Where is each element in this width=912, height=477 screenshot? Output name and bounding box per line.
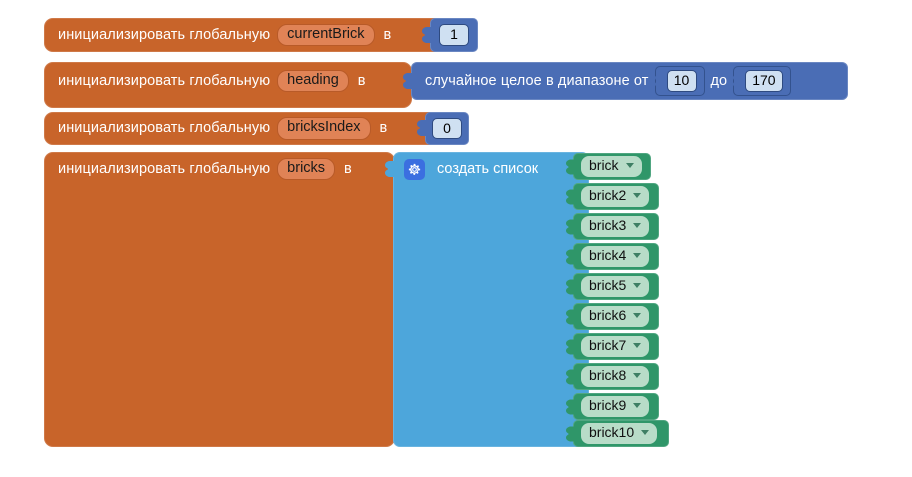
variable-name-field-currentBrick[interactable]: currentBrick [277,23,375,47]
number-block-1[interactable]: 1 [422,18,478,52]
list-item-brick-3[interactable]: brick3 [566,213,659,240]
number-field-1[interactable]: 1 [439,24,469,46]
block-init-global-bricks[interactable]: инициализировать глобальную bricks в [44,152,395,447]
until-label: до [710,72,728,89]
list-item-brick-6[interactable]: brick6 [566,303,659,330]
random-to-socket[interactable]: 170 [733,66,791,96]
random-from-socket[interactable]: 10 [654,66,705,96]
dropdown-field[interactable]: brick2 [580,185,651,208]
dropdown-field[interactable]: brick8 [580,365,651,388]
list-item-label: brick4 [589,247,627,264]
block-row: инициализировать глобальную heading в [44,62,366,100]
to-label: в [379,120,388,137]
list-item-label: brick8 [589,367,627,384]
to-label: в [357,72,366,89]
make-a-list-label: создать список [437,161,539,177]
list-item-label: brick6 [589,307,627,324]
mutator-button[interactable] [404,159,425,180]
block-init-global-currentBrick[interactable]: инициализировать глобальную currentBrick… [44,18,448,52]
dropdown-field[interactable]: brick10 [580,422,659,445]
plug-notch-icon [403,73,412,89]
random-integer-block[interactable]: случайное целое в диапазоне от 10 до 170 [403,62,848,100]
plug-notch-icon [566,219,574,234]
socket-notch-icon [654,74,662,88]
chevron-down-icon [641,430,650,436]
list-item-brick-7[interactable]: brick7 [566,333,659,360]
socket-notch-icon [733,74,741,88]
plug-notch-icon [422,27,431,43]
chevron-down-icon [625,163,634,169]
plug-notch-icon [566,369,574,384]
chevron-down-icon [633,193,642,199]
dropdown-field[interactable]: brick7 [580,335,651,358]
list-item-label: brick [589,157,619,174]
chevron-down-icon [633,223,642,229]
block-init-global-heading[interactable]: инициализировать глобальную heading в [44,62,412,108]
number-block-2[interactable]: 0 [417,112,469,145]
plug-notch-icon [566,159,574,174]
list-item-brick-4[interactable]: brick4 [566,243,659,270]
list-item-brick-10[interactable]: brick10 [566,420,669,447]
plug-notch-icon [417,120,426,136]
dropdown-field[interactable]: brick5 [580,275,651,298]
plug-notch-icon [566,399,574,414]
random-integer-row: случайное целое в диапазоне от 10 до 170 [411,62,797,100]
list-item-brick-8[interactable]: brick8 [566,363,659,390]
block-row: инициализировать глобальную bricks в [44,152,352,186]
block-init-global-bricksIndex[interactable]: инициализировать глобальную bricksIndex … [44,112,442,145]
list-item-brick-1[interactable]: brick [566,153,651,180]
variable-name-field-bricks[interactable]: bricks [277,157,336,181]
list-item-label: brick7 [589,337,627,354]
plug-notch-icon [566,339,574,354]
variable-name-field-heading[interactable]: heading [277,69,349,93]
list-item-label: brick9 [589,397,627,414]
list-item-label: brick3 [589,217,627,234]
gear-icon [408,163,421,175]
variable-name-field-bricksIndex[interactable]: bricksIndex [277,117,371,140]
dropdown-field[interactable]: brick3 [580,215,651,238]
chevron-down-icon [633,373,642,379]
random-integer-from-label: случайное целое в диапазоне от [425,72,649,89]
plug-notch-icon [566,189,574,204]
random-to-field[interactable]: 170 [745,70,783,92]
init-global-label: инициализировать глобальную [58,26,271,43]
chevron-down-icon [633,253,642,259]
dropdown-field[interactable]: brick [580,155,643,178]
dropdown-field[interactable]: brick6 [580,305,651,328]
make-a-list-block[interactable]: создать список [385,152,589,447]
to-label: в [344,160,352,177]
list-item-label: brick5 [589,277,627,294]
plug-notch-icon [566,249,574,264]
number-field-2[interactable]: 0 [432,117,462,140]
chevron-down-icon [633,283,642,289]
chevron-down-icon [633,313,642,319]
chevron-down-icon [633,343,642,349]
dropdown-field[interactable]: brick9 [580,395,651,418]
dropdown-field[interactable]: brick4 [580,245,651,268]
to-label: в [383,26,392,43]
plug-notch-icon [385,161,394,177]
list-item-brick-5[interactable]: brick5 [566,273,659,300]
list-item-label: brick10 [589,424,635,441]
list-item-brick-2[interactable]: brick2 [566,183,659,210]
list-item-brick-9[interactable]: brick9 [566,393,659,420]
list-item-label: brick2 [589,187,627,204]
block-row: инициализировать глобальную currentBrick… [44,18,391,52]
random-from-field[interactable]: 10 [666,70,697,92]
init-global-label: инициализировать глобальную [58,160,271,177]
block-row: инициализировать глобальную bricksIndex … [44,112,387,145]
init-global-label: инициализировать глобальную [58,72,271,89]
chevron-down-icon [633,403,642,409]
plug-notch-icon [566,279,574,294]
init-global-label: инициализировать глобальную [58,120,271,137]
plug-notch-icon [566,309,574,324]
plug-notch-icon [566,426,574,441]
